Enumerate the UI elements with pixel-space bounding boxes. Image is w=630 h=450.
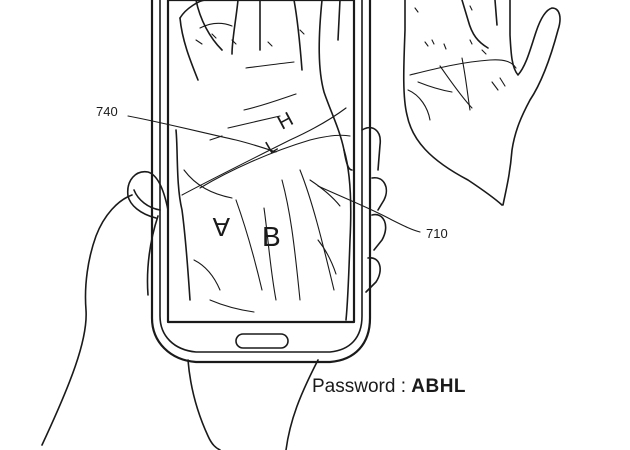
password-caption: Password : ABHL bbox=[312, 376, 466, 398]
home-button bbox=[235, 333, 289, 349]
ref-label-740: 740 bbox=[96, 104, 118, 119]
palm-on-screen bbox=[175, 0, 353, 321]
smartphone bbox=[150, 0, 372, 364]
letter-b: B bbox=[262, 221, 281, 252]
holding-hand bbox=[41, 126, 388, 450]
ref-label-710: 710 bbox=[426, 226, 448, 241]
password-value: ABHL bbox=[411, 376, 467, 397]
reference-leaders: 740 710 bbox=[96, 104, 448, 241]
leader-740 bbox=[127, 115, 277, 153]
password-label: Password : bbox=[312, 376, 406, 397]
real-palm bbox=[402, 0, 561, 206]
letter-h: H bbox=[274, 108, 297, 134]
letter-a: A bbox=[212, 212, 230, 242]
phone-screen bbox=[166, 0, 356, 324]
screen-letters: H L A B bbox=[212, 108, 297, 252]
leader-710 bbox=[317, 185, 421, 233]
